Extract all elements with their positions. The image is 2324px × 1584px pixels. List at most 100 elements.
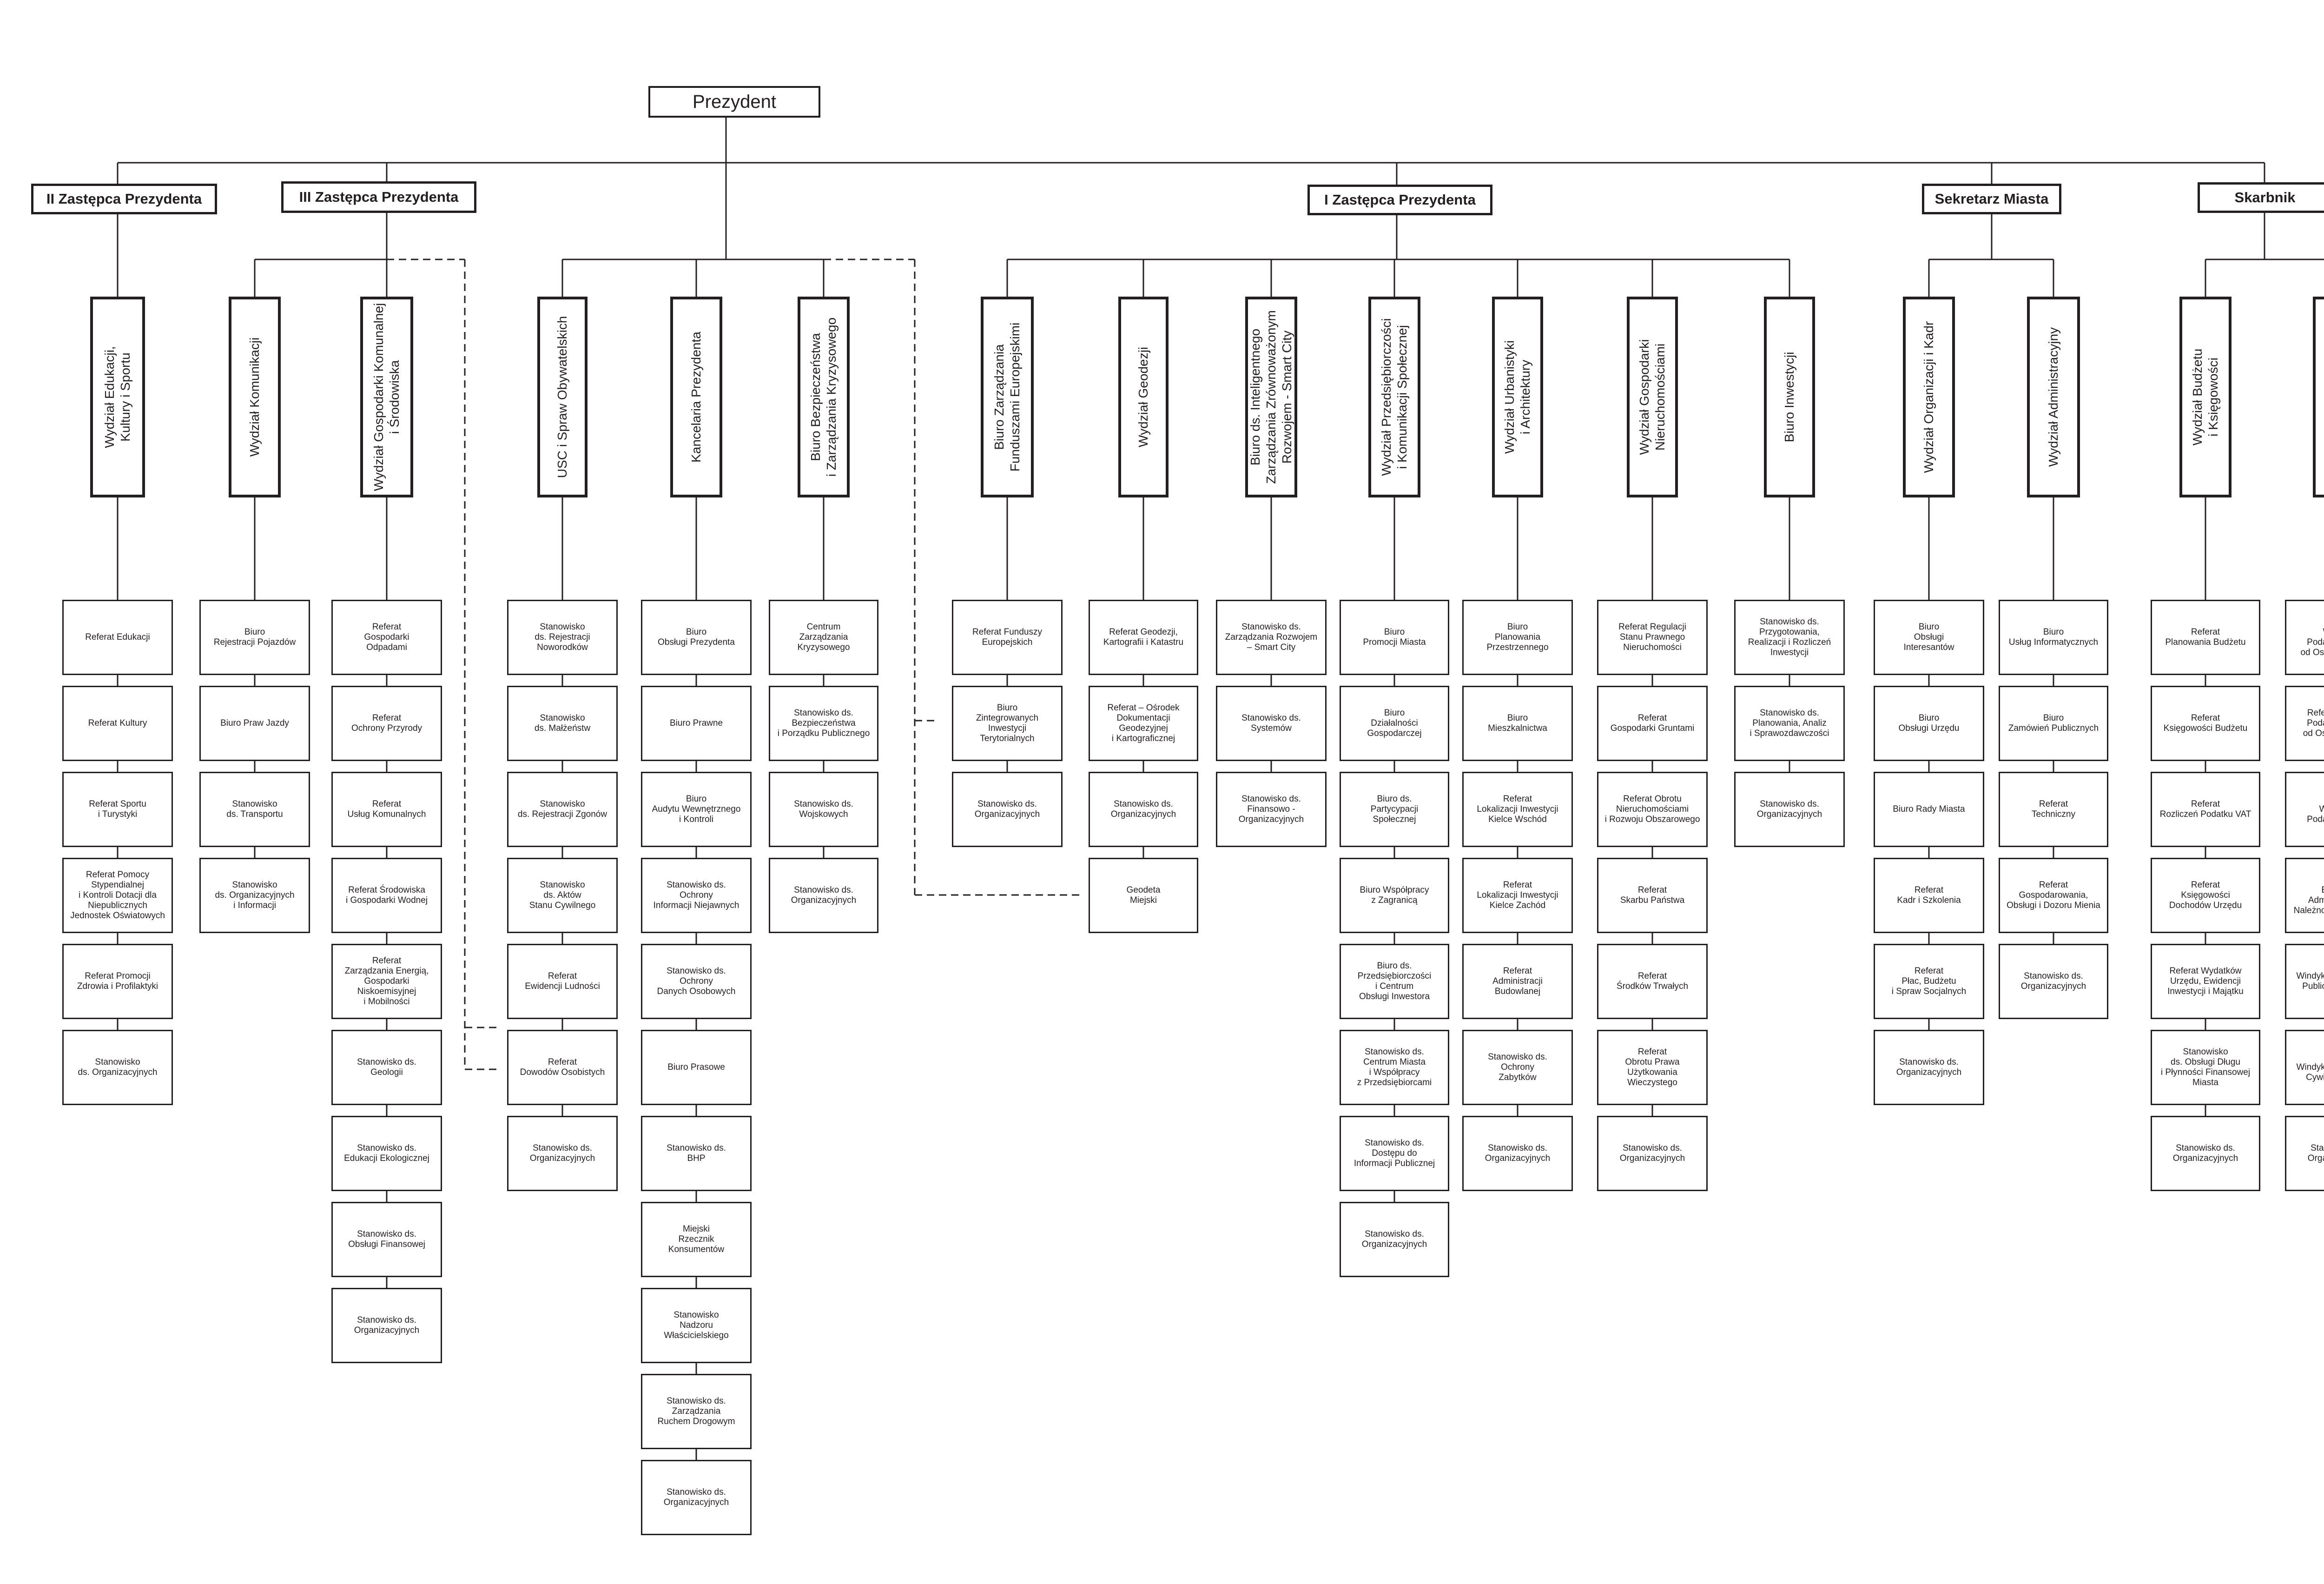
unit-box: Biuro Mieszkalnictwa [1462, 686, 1573, 761]
unit-label: Referat Egzekucji Administracyjnej Należ… [2293, 885, 2324, 915]
department-label: Wydział Urbanistyki i Architektury [1502, 340, 1532, 454]
unit-label: Stanowisko ds. Organizacyjnych [354, 1315, 420, 1335]
unit-box: Stanowisko ds. Aktów Stanu Cywilnego [507, 858, 618, 933]
unit-label: Referat Księgowości Budżetu [2163, 713, 2248, 733]
unit-label: Referat Geodezji, Kartografii i Katastru [1103, 627, 1184, 647]
department-label: Wydział Przedsiębiorczości i Komunikacji… [1379, 318, 1409, 476]
department-box: Wydział Gospodarki Komunalnej i Środowis… [360, 297, 413, 497]
deputy-label: III Zastępca Prezydenta [299, 189, 459, 205]
unit-box: Stanowisko ds. Organizacyjnych [507, 1116, 618, 1191]
unit-label: Biuro Obsługi Urzędu [1898, 713, 1960, 733]
unit-box: Biuro Zamówień Publicznych [1999, 686, 2108, 761]
unit-label: Biuro Obsługi Prezydenta [658, 627, 735, 647]
unit-box: Biuro Audytu Wewnętrznego i Kontroli [641, 772, 752, 847]
unit-label: Biuro Usług Informatycznych [2008, 627, 2099, 647]
unit-box: Referat Obrotu Nieruchomościami i Rozwoj… [1597, 772, 1708, 847]
unit-label: Referat Promocji Zdrowia i Profilaktyki [77, 971, 158, 991]
unit-box: Stanowisko Nadzoru Właścicielskiego [641, 1288, 752, 1363]
department-label: Kancelaria Prezydenta [689, 331, 703, 463]
unit-box: Geodeta Miejski [1089, 858, 1198, 933]
department-box: Wydział Budżetu i Księgowości [2179, 297, 2232, 497]
department-box: Biuro ds. Inteligentnego Zarządzania Zró… [1245, 297, 1297, 497]
unit-label: Referat Funduszy Europejskich [972, 627, 1042, 647]
unit-box: Biuro Rejestracji Pojazdów [199, 600, 310, 675]
deputy-label: I Zastępca Prezydenta [1324, 192, 1476, 208]
unit-label: Centrum Zarządzania Kryzysowego [797, 622, 850, 652]
department-box: Wydział Administracyjny [2027, 297, 2080, 497]
unit-box: Referat Skarbu Państwa [1597, 858, 1708, 933]
unit-box: Stanowisko ds. Organizacyjnych [769, 858, 878, 933]
department-box: Wydział Podatków, Zarządzania Należności… [2313, 297, 2324, 497]
unit-box: Referat Obrotu Prawa Użytkowania Wieczys… [1597, 1030, 1708, 1105]
department-box: Wydział Gospodarki Nieruchomościami [1627, 297, 1678, 497]
unit-label: Stanowisko ds. Organizacyjnych [2172, 1143, 2238, 1163]
unit-label: Biuro Mieszkalnictwa [1488, 713, 1547, 733]
unit-label: Referat Lokalizacji Inwestycji Kielce Za… [1477, 880, 1558, 910]
unit-label: Stanowisko ds. Organizacyjnych i Informa… [215, 880, 295, 910]
unit-box: Stanowisko ds. Organizacyjnych [1462, 1116, 1573, 1191]
unit-label: Stanowisko ds. Edukacji Ekologicznej [344, 1143, 429, 1163]
unit-label: Stanowisko ds. Bezpieczeństwa i Porządku… [777, 708, 870, 738]
unit-label: Referat Księgowości Dochodów Urzędu [2169, 880, 2242, 910]
unit-label: Stanowisko ds. Wojskowych [794, 799, 853, 819]
unit-box: Stanowisko ds. Ochrony Zabytków [1462, 1030, 1573, 1105]
unit-box: Referat Kadr i Szkolenia [1874, 858, 1984, 933]
unit-label: Stanowisko ds. Finansowo - Organizacyjny… [1238, 794, 1304, 824]
unit-box: Referat Ewidencji Ludności [507, 944, 618, 1019]
unit-box: Stanowisko ds. Organizacyjnych [952, 772, 1063, 847]
unit-box: Referat Usług Komunalnych [331, 772, 442, 847]
department-label: Wydział Edukacji, Kultury i Sportu [102, 346, 132, 448]
deputy-box-secretary: Sekretarz Miasta [1922, 184, 2061, 214]
unit-label: Stanowisko ds. Obsługi Długu i Płynności… [2160, 1047, 2251, 1087]
department-label: USC i Spraw Obywatelskich [555, 316, 569, 478]
unit-box: Stanowisko ds. Ochrony Danych Osobowych [641, 944, 752, 1019]
unit-box: Biuro Planowania Przestrzennego [1462, 600, 1573, 675]
deputy-label: II Zastępca Prezydenta [46, 191, 202, 207]
unit-box: Referat Lokalizacji Inwestycji Kielce Za… [1462, 858, 1573, 933]
unit-label: Biuro Audytu Wewnętrznego i Kontroli [652, 794, 741, 824]
unit-label: Miejski Rzecznik Konsumentów [668, 1224, 725, 1254]
unit-label: Referat Gospodarki Odpadami [364, 622, 409, 652]
unit-label: Stanowisko ds. Ochrony Danych Osobowych [657, 966, 736, 996]
unit-label: Biuro Planowania Przestrzennego [1486, 622, 1549, 652]
unit-box: Referat Księgowości Budżetu [2151, 686, 2260, 761]
department-box: Kancelaria Prezydenta [670, 297, 722, 497]
unit-label: Stanowisko ds. Małżeństw [534, 713, 591, 733]
unit-box: Referat Wymiaru Podatków i Opłat od Osób… [2285, 686, 2324, 761]
unit-label: Stanowisko ds. Centrum Miasta i Współpra… [1357, 1047, 1432, 1087]
unit-box: Referat Środowiska i Gospodarki Wodnej [331, 858, 442, 933]
unit-label: Referat Kadr i Szkolenia [1897, 885, 1961, 905]
unit-label: Referat Techniczny [2032, 799, 2075, 819]
unit-box: Biuro Działalności Gospodarczej [1340, 686, 1449, 761]
unit-box: Stanowisko ds. Organizacyjnych [1734, 772, 1845, 847]
unit-label: Referat Lokalizacji Inwestycji Kielce Ws… [1477, 794, 1558, 824]
unit-box: Stanowisko ds. Dostępu do Informacji Pub… [1340, 1116, 1449, 1191]
unit-label: Biuro ds. Partycypacji Społecznej [1370, 794, 1419, 824]
unit-box: Referat Planowania Budżetu [2151, 600, 2260, 675]
unit-label: Biuro Obsługi Interesantów [1903, 622, 1954, 652]
unit-label: Referat Wymiaru Podatków i Opłat od Osób… [2300, 627, 2324, 657]
unit-box: Stanowisko ds. Finansowo - Organizacyjny… [1216, 772, 1327, 847]
unit-label: Referat Ochrony Przyrody [351, 713, 423, 733]
unit-label: Stanowisko ds. Organizacyjnych [2020, 971, 2086, 991]
unit-label: Biuro Działalności Gospodarczej [1367, 708, 1422, 738]
president-box: Prezydent [648, 86, 820, 118]
unit-box: Referat Regulacji Stanu Prawnego Nieruch… [1597, 600, 1708, 675]
unit-box: Stanowisko ds. Geologii [331, 1030, 442, 1105]
unit-box: Referat Kultury [62, 686, 173, 761]
unit-box: Stanowisko ds. Planowania, Analiz i Spra… [1734, 686, 1845, 761]
unit-box: Referat Wymiaru Podatków i Opłat od Osób… [2285, 600, 2324, 675]
unit-label: Stanowisko ds. Ochrony Zabytków [1488, 1052, 1547, 1082]
unit-label: Referat Gospodarowania, Obsługi i Dozoru… [2007, 880, 2100, 910]
unit-box: Stanowisko ds. Organizacyjnych [1340, 1202, 1449, 1277]
unit-label: Stanowisko ds. Obsługi Finansowej [348, 1229, 425, 1249]
unit-label: Referat Usług Komunalnych [347, 799, 426, 819]
unit-box: Referat Gospodarki Odpadami [331, 600, 442, 675]
unit-box: Referat Gospodarowania, Obsługi i Dozoru… [1999, 858, 2108, 933]
unit-box: Biuro Obsługi Urzędu [1874, 686, 1984, 761]
unit-box: Referat Środków Trwałych [1597, 944, 1708, 1019]
unit-label: Stanowisko ds. Planowania, Analiz i Spra… [1750, 708, 1829, 738]
unit-box: Referat – Ośrodek Dokumentacji Geodezyjn… [1089, 686, 1198, 761]
unit-box: Referat Techniczny [1999, 772, 2108, 847]
